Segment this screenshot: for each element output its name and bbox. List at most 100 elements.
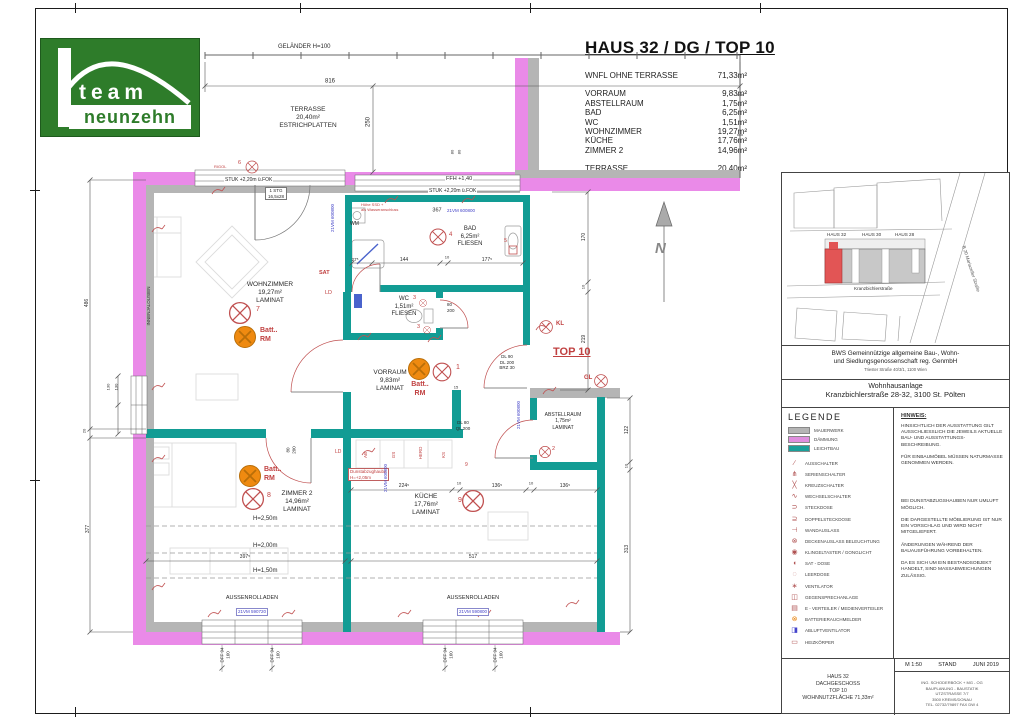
legend-symbol-icon bbox=[788, 460, 801, 467]
terrasse-area: 20,40m² bbox=[296, 114, 320, 122]
hinweis-title: HINWEIS: bbox=[901, 413, 927, 419]
vorraum-floor: LAMINAT bbox=[376, 385, 404, 393]
ld-label: LD bbox=[325, 290, 333, 296]
height-line-label: H=2,00m bbox=[253, 543, 278, 549]
legend-item: STECKDOSE bbox=[788, 502, 891, 513]
terrace-row: TERRASSE 20,40m² bbox=[585, 164, 747, 173]
room-label-abstellraum: ABSTELLRAUM 1,75m² LAMINAT bbox=[545, 412, 582, 431]
ceiling-height-lines bbox=[146, 525, 597, 579]
owner-address: Triester Straße 40/3/1, 1100 Wien bbox=[864, 366, 927, 372]
furniture-layer bbox=[148, 216, 529, 575]
dff-size: 160 bbox=[498, 651, 503, 659]
room-label-zimmer2: ZIMMER 2 14,96m² LAMINAT bbox=[281, 490, 312, 514]
room-area-row: KÜCHE 17,76m² bbox=[585, 136, 747, 145]
light-number: 1 bbox=[456, 364, 460, 371]
frame-tick bbox=[530, 707, 531, 717]
wohnzimmer-floor: LAMINAT bbox=[256, 297, 284, 305]
legend-symbol-icon bbox=[788, 583, 801, 590]
footer-meta: M 1:50 STAND JUNI 2019 ING. SCHODERBÖCK … bbox=[895, 659, 1009, 715]
height-line-label: H=1,50m bbox=[253, 568, 278, 574]
room-area: 6,25m² bbox=[722, 108, 747, 118]
dim-label: 130 bbox=[105, 383, 111, 391]
electrical-symbols bbox=[151, 160, 608, 618]
door-brz30: BRZ 30 bbox=[499, 365, 515, 371]
legend-item: DECKENAUSLASS BELEUCHTUNG bbox=[788, 536, 891, 547]
legend-item: HEIZKÖRPER bbox=[788, 637, 891, 648]
room-area: 1,51m² bbox=[722, 117, 747, 127]
frame-tick bbox=[530, 3, 531, 13]
shutter-code: 21VM 590800 bbox=[456, 608, 490, 616]
legend-item: GEGENSPRECHANLAGE bbox=[788, 592, 891, 603]
appliance-label: GS bbox=[391, 451, 397, 459]
washing-machine-label: WM bbox=[350, 221, 359, 227]
room-name: ZIMMER 2 bbox=[585, 145, 624, 155]
legend-item: BATTERIERAUCHMELDER bbox=[788, 614, 891, 625]
exterior-walls bbox=[133, 58, 740, 645]
logo-text-team: team bbox=[79, 81, 149, 104]
hinweis-paragraph: FÜR EINBAUMÖBEL MÜSSEN NATURMASSE GENOMM… bbox=[901, 454, 1003, 467]
door-height: 200 bbox=[291, 446, 296, 454]
window-code: 21VM 600800 bbox=[516, 400, 522, 430]
terrace-label: TERRASSE bbox=[585, 164, 629, 174]
legend-symbol-icon bbox=[788, 527, 801, 534]
dff-size: 160 bbox=[225, 651, 230, 659]
hinweis-paragraph: HINSICHTLICH DER AUSSTATTUNG GILT AUSSCH… bbox=[901, 424, 1003, 448]
legend-item: AUSSCHALTER bbox=[788, 458, 891, 469]
stair-label: 1 STG 16,5x28 bbox=[264, 187, 288, 201]
dim-label: 136⁵ bbox=[491, 482, 503, 489]
legend-item-label: WECHSELSCHALTER bbox=[805, 494, 851, 500]
rigol-label: RIGOL bbox=[214, 164, 227, 169]
hood-note: Dunstabzughaube H=+2,05m bbox=[348, 468, 389, 482]
dim-label: 144 bbox=[399, 256, 409, 263]
summary-label: WNFL OHNE TERRASSE bbox=[585, 71, 678, 80]
room-label-bad: BAD 6,25m² FLIESEN bbox=[457, 226, 482, 249]
entrance-door-label: DL 90 DL 200 BRZ 30 bbox=[499, 354, 514, 371]
owner-line2: und Siedlungsgenossenschaft reg. GenmbH bbox=[833, 357, 958, 365]
legend-symbol-icon bbox=[788, 493, 801, 500]
legend-symbol-icon bbox=[788, 538, 801, 545]
kueche-area: 17,76m² bbox=[414, 501, 438, 509]
abstellraum-area: 1,75m² bbox=[555, 418, 571, 425]
stair-line2: 16,5x28 bbox=[267, 193, 285, 199]
frame-tick bbox=[75, 3, 76, 13]
dim-label: 20 bbox=[81, 428, 87, 434]
roof-window-label: DFF 94 160 bbox=[269, 647, 280, 662]
stair-line1: 1 STG bbox=[269, 188, 283, 193]
project-line1: Wohnhausanlage bbox=[868, 383, 923, 390]
room-name: VORRAUM bbox=[585, 89, 626, 99]
hinweis-paragraph: ÄNDERUNGEN WÄHREND DER BAUAUSFÜHRUNG VOR… bbox=[901, 542, 983, 554]
legend-symbol-icon bbox=[788, 549, 801, 556]
railing-label: GELÄNDER H=100 bbox=[278, 44, 331, 50]
light-number: 5 bbox=[504, 238, 508, 244]
dim-label: 136⁵ bbox=[559, 482, 571, 489]
stand-date: JUNI 2019 bbox=[972, 662, 999, 668]
project-line2: Kranzbichlerstraße 28-32, 3100 St. Pölte… bbox=[825, 390, 966, 399]
dff-type: DFF 94 bbox=[442, 647, 448, 663]
footer-project-line: DACHGESCHOSS bbox=[815, 680, 861, 687]
legend-item-label: DECKENAUSLASS BELEUCHTUNG bbox=[805, 538, 880, 544]
dim-label: 486 bbox=[83, 298, 90, 308]
door-size-label: 80 200 bbox=[285, 446, 296, 454]
dff-type: DFF 94 bbox=[269, 647, 275, 663]
dim-label: 15 bbox=[453, 384, 459, 390]
room-name: WOHNZIMMER bbox=[585, 127, 642, 137]
legend-item-label: SAT - DOSE bbox=[805, 561, 831, 567]
footer-scale-row: M 1:50 STAND JUNI 2019 bbox=[895, 659, 1009, 672]
legend-item-label: ABLUFTVENTILATOR bbox=[805, 628, 851, 634]
wc-area: 1,51m² bbox=[394, 303, 414, 310]
light-number: 9 bbox=[458, 497, 462, 504]
roof-window-label: DFF 94 160 bbox=[219, 647, 230, 662]
terrasse-floor: ESTRICHPLATTEN bbox=[279, 122, 337, 130]
dim-label: 397⁵ bbox=[239, 553, 251, 560]
room-label-terrasse: TERRASSE 20,40m² ESTRICHPLATTEN bbox=[279, 106, 336, 130]
legend-item: WANDAUSLASS bbox=[788, 525, 891, 536]
legend-item: SERIENSCHALTER bbox=[788, 469, 891, 480]
legend-symbol-icon bbox=[788, 605, 801, 612]
room-area-row: ZIMMER 2 14,96m² bbox=[585, 146, 747, 155]
dff-size: 160 bbox=[448, 651, 453, 659]
room-name: ABSTELLRAUM bbox=[585, 98, 644, 108]
vorraum-name: VORRAUM bbox=[373, 369, 407, 376]
summary-row: WNFL OHNE TERRASSE 71,33m² bbox=[585, 71, 747, 80]
dim-label: 219 bbox=[580, 334, 587, 344]
kueche-floor: LAMINAT bbox=[412, 509, 440, 517]
